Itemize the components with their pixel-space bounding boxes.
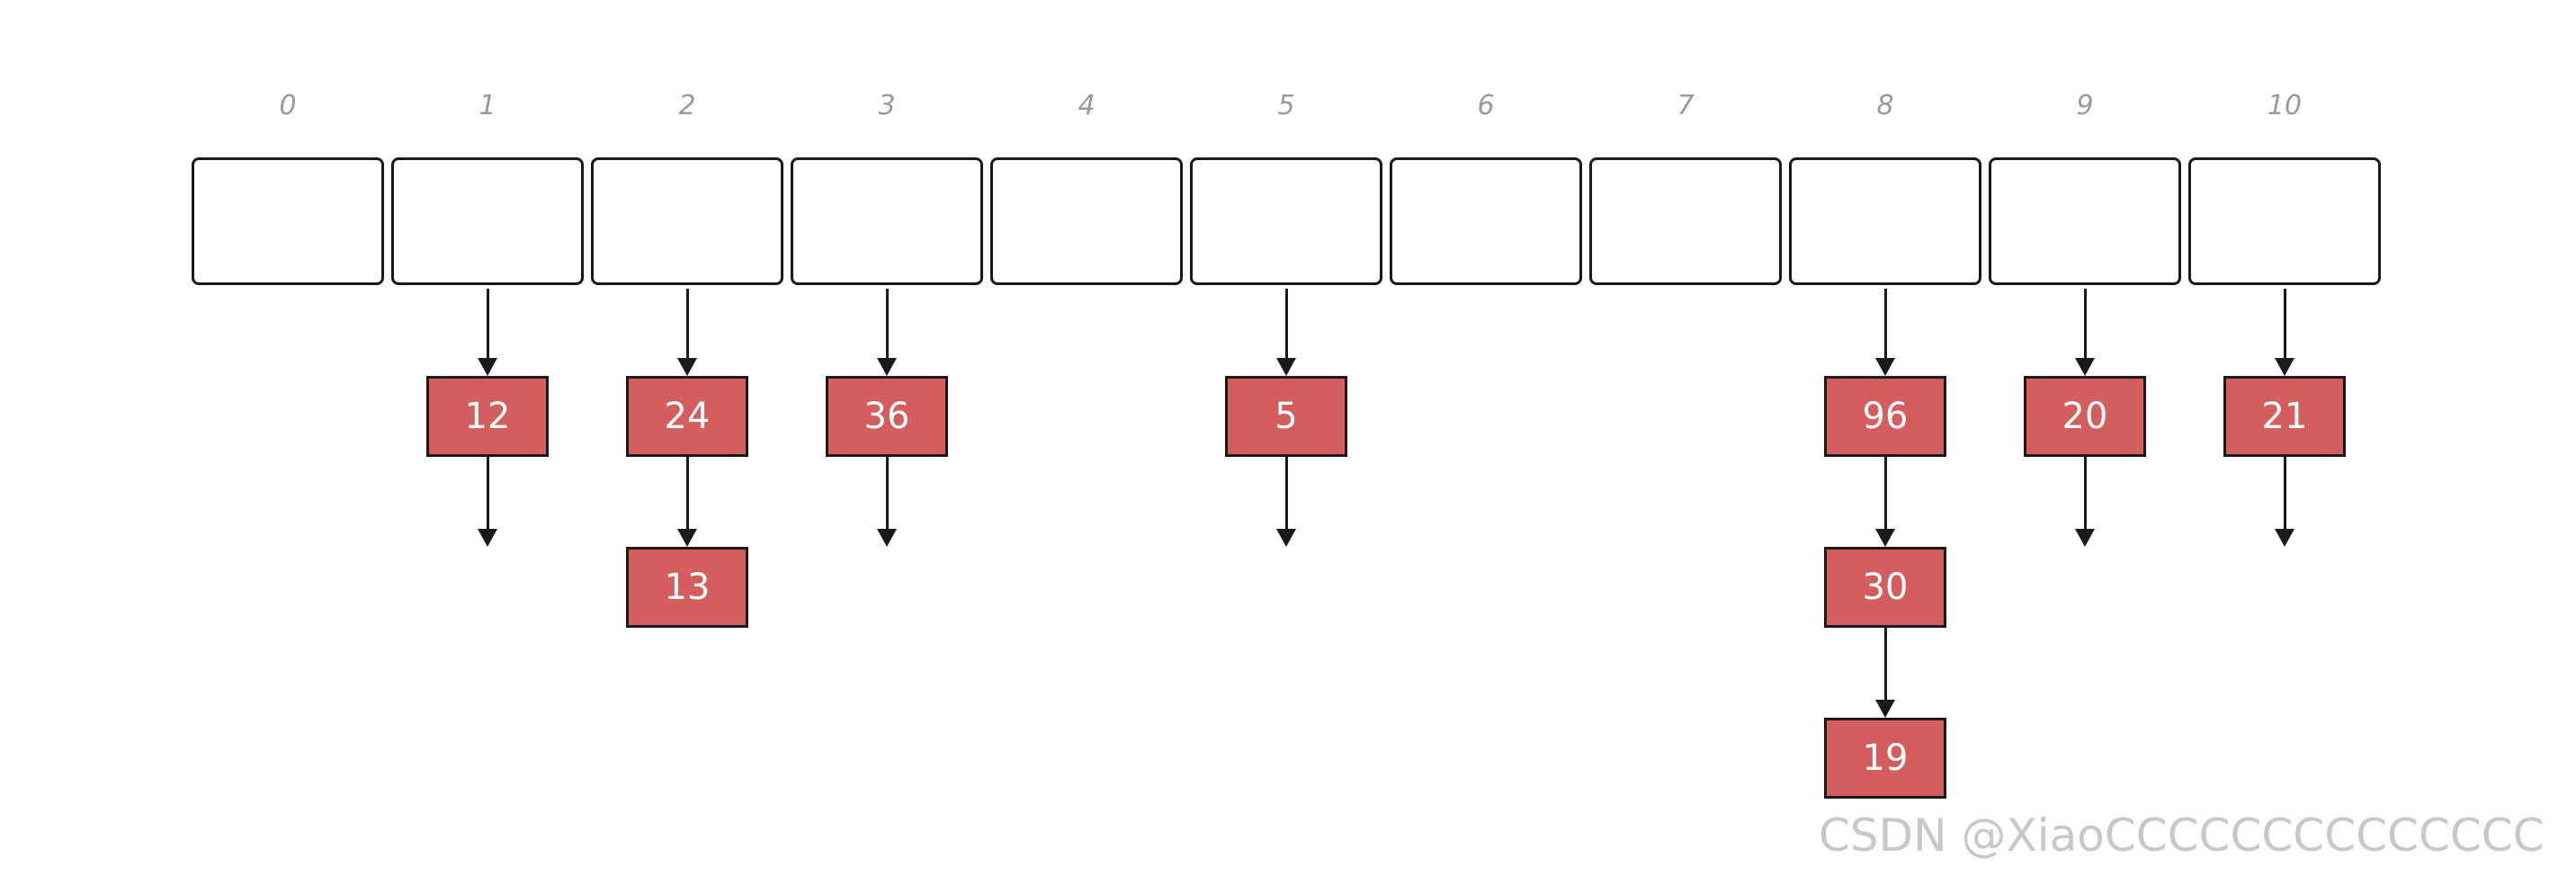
chain-arrow-head (677, 529, 697, 547)
bucket-index-label: 7 (1677, 90, 1695, 121)
null-arrow-head (2275, 529, 2294, 547)
chain-node: 24 (626, 376, 748, 457)
null-arrow-line (486, 457, 489, 531)
chain-arrow-head (2075, 358, 2095, 376)
chain-arrow-line (1883, 457, 1887, 531)
chain-arrow-line (885, 289, 889, 360)
chain-arrow-head (1875, 529, 1895, 547)
chain-arrow-head (1276, 358, 1296, 376)
chain-node: 96 (1824, 376, 1946, 457)
bucket-slot (791, 157, 983, 285)
null-arrow-head (478, 529, 497, 547)
chain-arrow-line (2283, 289, 2286, 360)
chain-node: 21 (2223, 376, 2346, 457)
bucket-index-label: 5 (1277, 90, 1295, 121)
chain-node: 13 (626, 547, 748, 628)
null-arrow-head (2075, 529, 2095, 547)
bucket-index-label: 2 (678, 90, 696, 121)
chain-node: 12 (426, 376, 549, 457)
chain-arrow-head (1875, 358, 1895, 376)
bucket-slot (1589, 157, 1782, 285)
bucket-slot (192, 157, 384, 285)
chain-node: 20 (2024, 376, 2146, 457)
chain-arrow-head (2275, 358, 2294, 376)
null-arrow-head (1276, 529, 1296, 547)
chain-node: 36 (826, 376, 948, 457)
chain-arrow-head (1875, 700, 1895, 718)
chain-arrow-head (677, 358, 697, 376)
chain-node: 5 (1225, 376, 1347, 457)
chain-node: 30 (1824, 547, 1946, 628)
bucket-slot (1390, 157, 1582, 285)
watermark: CSDN @XiaoCCCCCCCCCCCCCC (1819, 809, 2545, 862)
chain-arrow-line (1284, 289, 1288, 360)
bucket-index-label: 4 (1078, 90, 1096, 121)
bucket-index-label: 10 (2267, 90, 2303, 121)
null-arrow-head (877, 529, 897, 547)
chain-arrow-line (486, 289, 489, 360)
chain-arrow-line (1883, 628, 1887, 702)
bucket-index-label: 1 (479, 90, 496, 121)
null-arrow-line (2283, 457, 2286, 531)
chain-arrow-head (877, 358, 897, 376)
chain-node: 19 (1824, 718, 1946, 799)
bucket-slot (990, 157, 1183, 285)
chain-arrow-head (478, 358, 497, 376)
bucket-slot (1789, 157, 1981, 285)
bucket-index-label: 3 (878, 90, 896, 121)
chain-arrow-line (685, 457, 689, 531)
chain-arrow-line (2083, 289, 2087, 360)
bucket-slot (591, 157, 783, 285)
null-arrow-line (1284, 457, 1288, 531)
bucket-slot (391, 157, 584, 285)
bucket-slot (1190, 157, 1382, 285)
bucket-index-label: 0 (279, 90, 297, 121)
chain-arrow-line (1883, 289, 1887, 360)
bucket-slot (1989, 157, 2181, 285)
chain-arrow-line (685, 289, 689, 360)
bucket-index-label: 8 (1876, 90, 1894, 121)
bucket-index-label: 6 (1477, 90, 1495, 121)
null-arrow-line (2083, 457, 2087, 531)
bucket-slot (2188, 157, 2381, 285)
null-arrow-line (885, 457, 889, 531)
bucket-index-label: 9 (2076, 90, 2094, 121)
